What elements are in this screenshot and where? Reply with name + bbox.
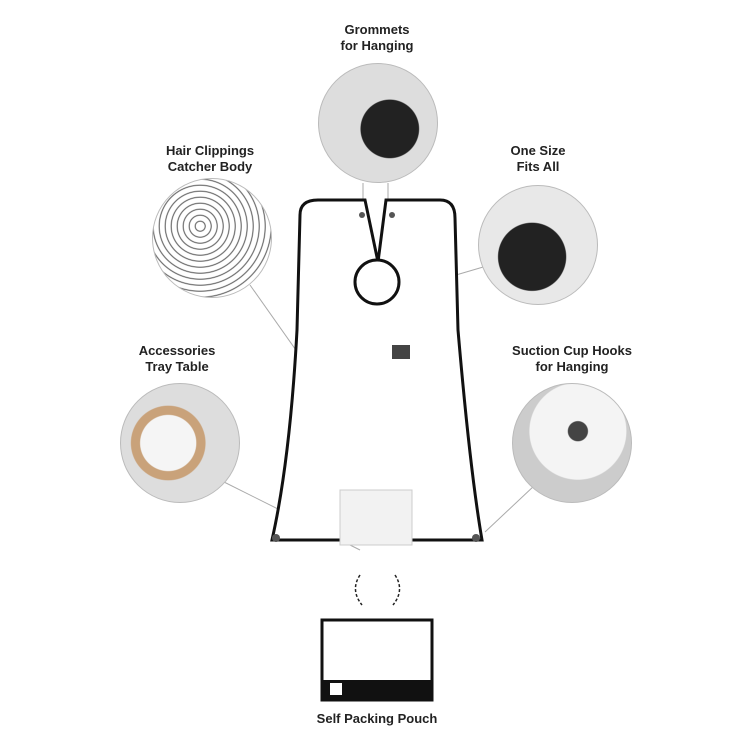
- hair-photo: [152, 178, 272, 298]
- suction-photo: [512, 383, 632, 503]
- pouch: [320, 618, 434, 702]
- label-pouch: Self Packing Pouch: [316, 711, 438, 726]
- tray-photo: [120, 383, 240, 503]
- grommets-photo: [318, 63, 438, 183]
- brand-logo-icon: [392, 345, 410, 359]
- arrow-icons: [354, 574, 401, 606]
- onesize-photo: [478, 185, 598, 305]
- apron: [270, 198, 484, 546]
